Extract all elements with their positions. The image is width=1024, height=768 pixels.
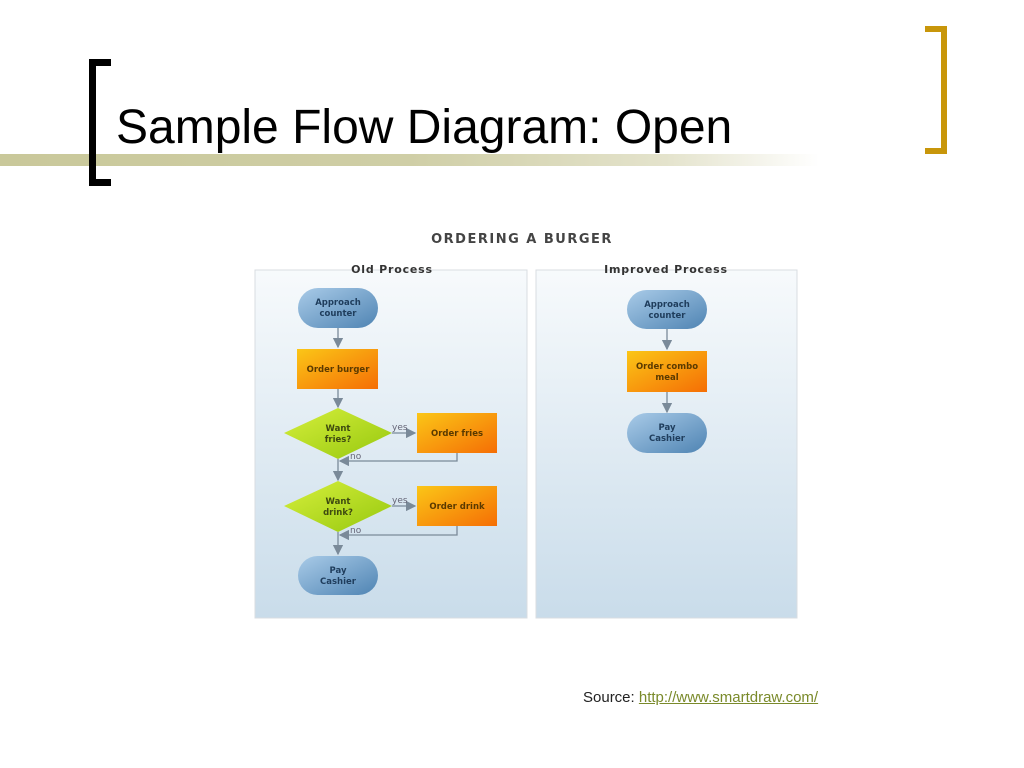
svg-text:drink?: drink? bbox=[323, 508, 353, 518]
node-approach-counter-improved: Approach counter bbox=[627, 290, 707, 329]
svg-text:Order drink: Order drink bbox=[429, 502, 485, 512]
source-label: Source: bbox=[583, 689, 635, 706]
node-order-combo-meal: Order combo meal bbox=[627, 351, 707, 392]
svg-text:Order combo: Order combo bbox=[636, 362, 698, 372]
slide-title: Sample Flow Diagram: Open bbox=[116, 101, 733, 154]
improved-process-heading: Improved Process bbox=[604, 263, 728, 276]
diagram-title: ORDERING A BURGER bbox=[431, 232, 613, 247]
node-pay-cashier: Pay Cashier bbox=[298, 556, 378, 595]
edge-label-fries-yes: yes bbox=[392, 423, 408, 433]
title-underline-bar bbox=[0, 154, 1024, 166]
source-citation: Source: http://www.smartdraw.com/ bbox=[583, 689, 818, 706]
svg-text:fries?: fries? bbox=[325, 435, 352, 445]
svg-text:Want: Want bbox=[326, 424, 351, 434]
svg-text:counter: counter bbox=[648, 311, 686, 321]
left-bracket-decoration bbox=[89, 59, 111, 186]
svg-text:Approach: Approach bbox=[315, 298, 361, 308]
svg-text:Pay: Pay bbox=[658, 423, 675, 433]
svg-text:counter: counter bbox=[319, 309, 357, 319]
source-link[interactable]: http://www.smartdraw.com/ bbox=[638, 689, 819, 706]
node-approach-counter: Approach counter bbox=[298, 288, 378, 328]
edge-label-drink-yes: yes bbox=[392, 496, 408, 506]
connector-fries-return bbox=[338, 453, 458, 467]
svg-text:Order burger: Order burger bbox=[307, 365, 371, 375]
right-bracket-decoration bbox=[925, 26, 947, 154]
node-pay-cashier-improved: Pay Cashier bbox=[627, 413, 707, 453]
node-order-burger: Order burger bbox=[297, 349, 378, 389]
svg-text:Cashier: Cashier bbox=[320, 577, 357, 587]
svg-text:Pay: Pay bbox=[329, 566, 346, 576]
svg-text:Want: Want bbox=[326, 497, 351, 507]
svg-text:Cashier: Cashier bbox=[649, 434, 686, 444]
node-order-drink: Order drink bbox=[417, 486, 497, 526]
svg-text:meal: meal bbox=[655, 373, 678, 383]
svg-text:Approach: Approach bbox=[644, 300, 690, 310]
node-want-fries: Want fries? bbox=[284, 408, 392, 459]
svg-text:Order fries: Order fries bbox=[431, 429, 483, 439]
edge-label-drink-no: no bbox=[350, 526, 362, 536]
node-order-fries: Order fries bbox=[417, 413, 497, 453]
edge-label-fries-no: no bbox=[350, 452, 362, 462]
node-want-drink: Want drink? bbox=[284, 481, 392, 532]
old-process-heading: Old Process bbox=[351, 263, 433, 276]
connector-drink-return bbox=[338, 526, 458, 541]
